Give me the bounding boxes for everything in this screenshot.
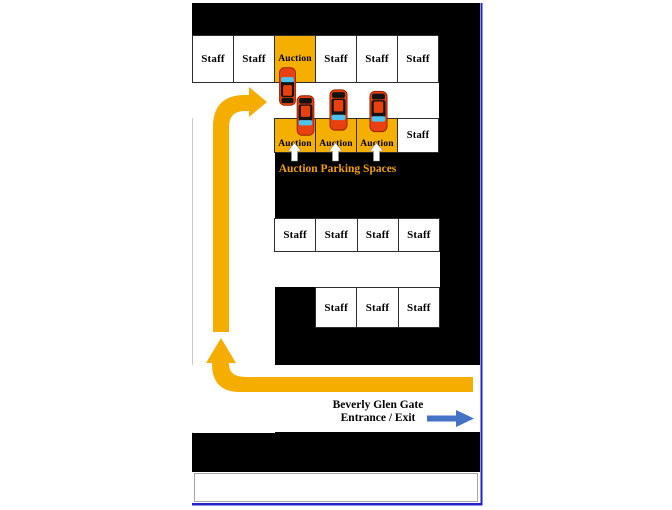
parking-space-staff: Staff — [315, 287, 358, 328]
lower-pavement-band — [192, 432, 480, 472]
parking-space-staff: Staff — [274, 218, 317, 252]
car-icon — [369, 90, 388, 133]
auction-parking-legend: Auction Parking Spaces — [278, 163, 397, 175]
parking-space-staff: Staff — [397, 35, 439, 83]
parking-space-staff: Staff — [397, 287, 440, 328]
car-icon — [296, 95, 315, 136]
parking-space-staff: Staff — [397, 118, 439, 153]
parking-space-staff: Staff — [192, 35, 234, 83]
parking-space-staff: Staff — [315, 218, 358, 252]
driving-lane-upper — [192, 83, 439, 118]
gate-label: Beverly Glen Gate Entrance / Exit — [297, 399, 459, 424]
parking-space-staff: Staff — [315, 35, 357, 83]
car-icon — [329, 88, 348, 132]
slide-border-bottom — [192, 503, 483, 506]
gate-label-line2: Entrance / Exit — [340, 411, 416, 424]
parking-space-staff: Staff — [356, 287, 399, 328]
slide-border-right — [480, 3, 483, 505]
bottom-white-strip — [194, 473, 478, 502]
parking-space-staff: Staff — [356, 35, 398, 83]
car-icon — [278, 67, 297, 106]
parking-space-staff: Staff — [233, 35, 275, 83]
parking-space-staff: Staff — [356, 218, 399, 252]
parking-space-staff: Staff — [397, 218, 440, 252]
driving-lane-middle — [274, 252, 440, 287]
gate-label-line1: Beverly Glen Gate — [332, 399, 424, 411]
